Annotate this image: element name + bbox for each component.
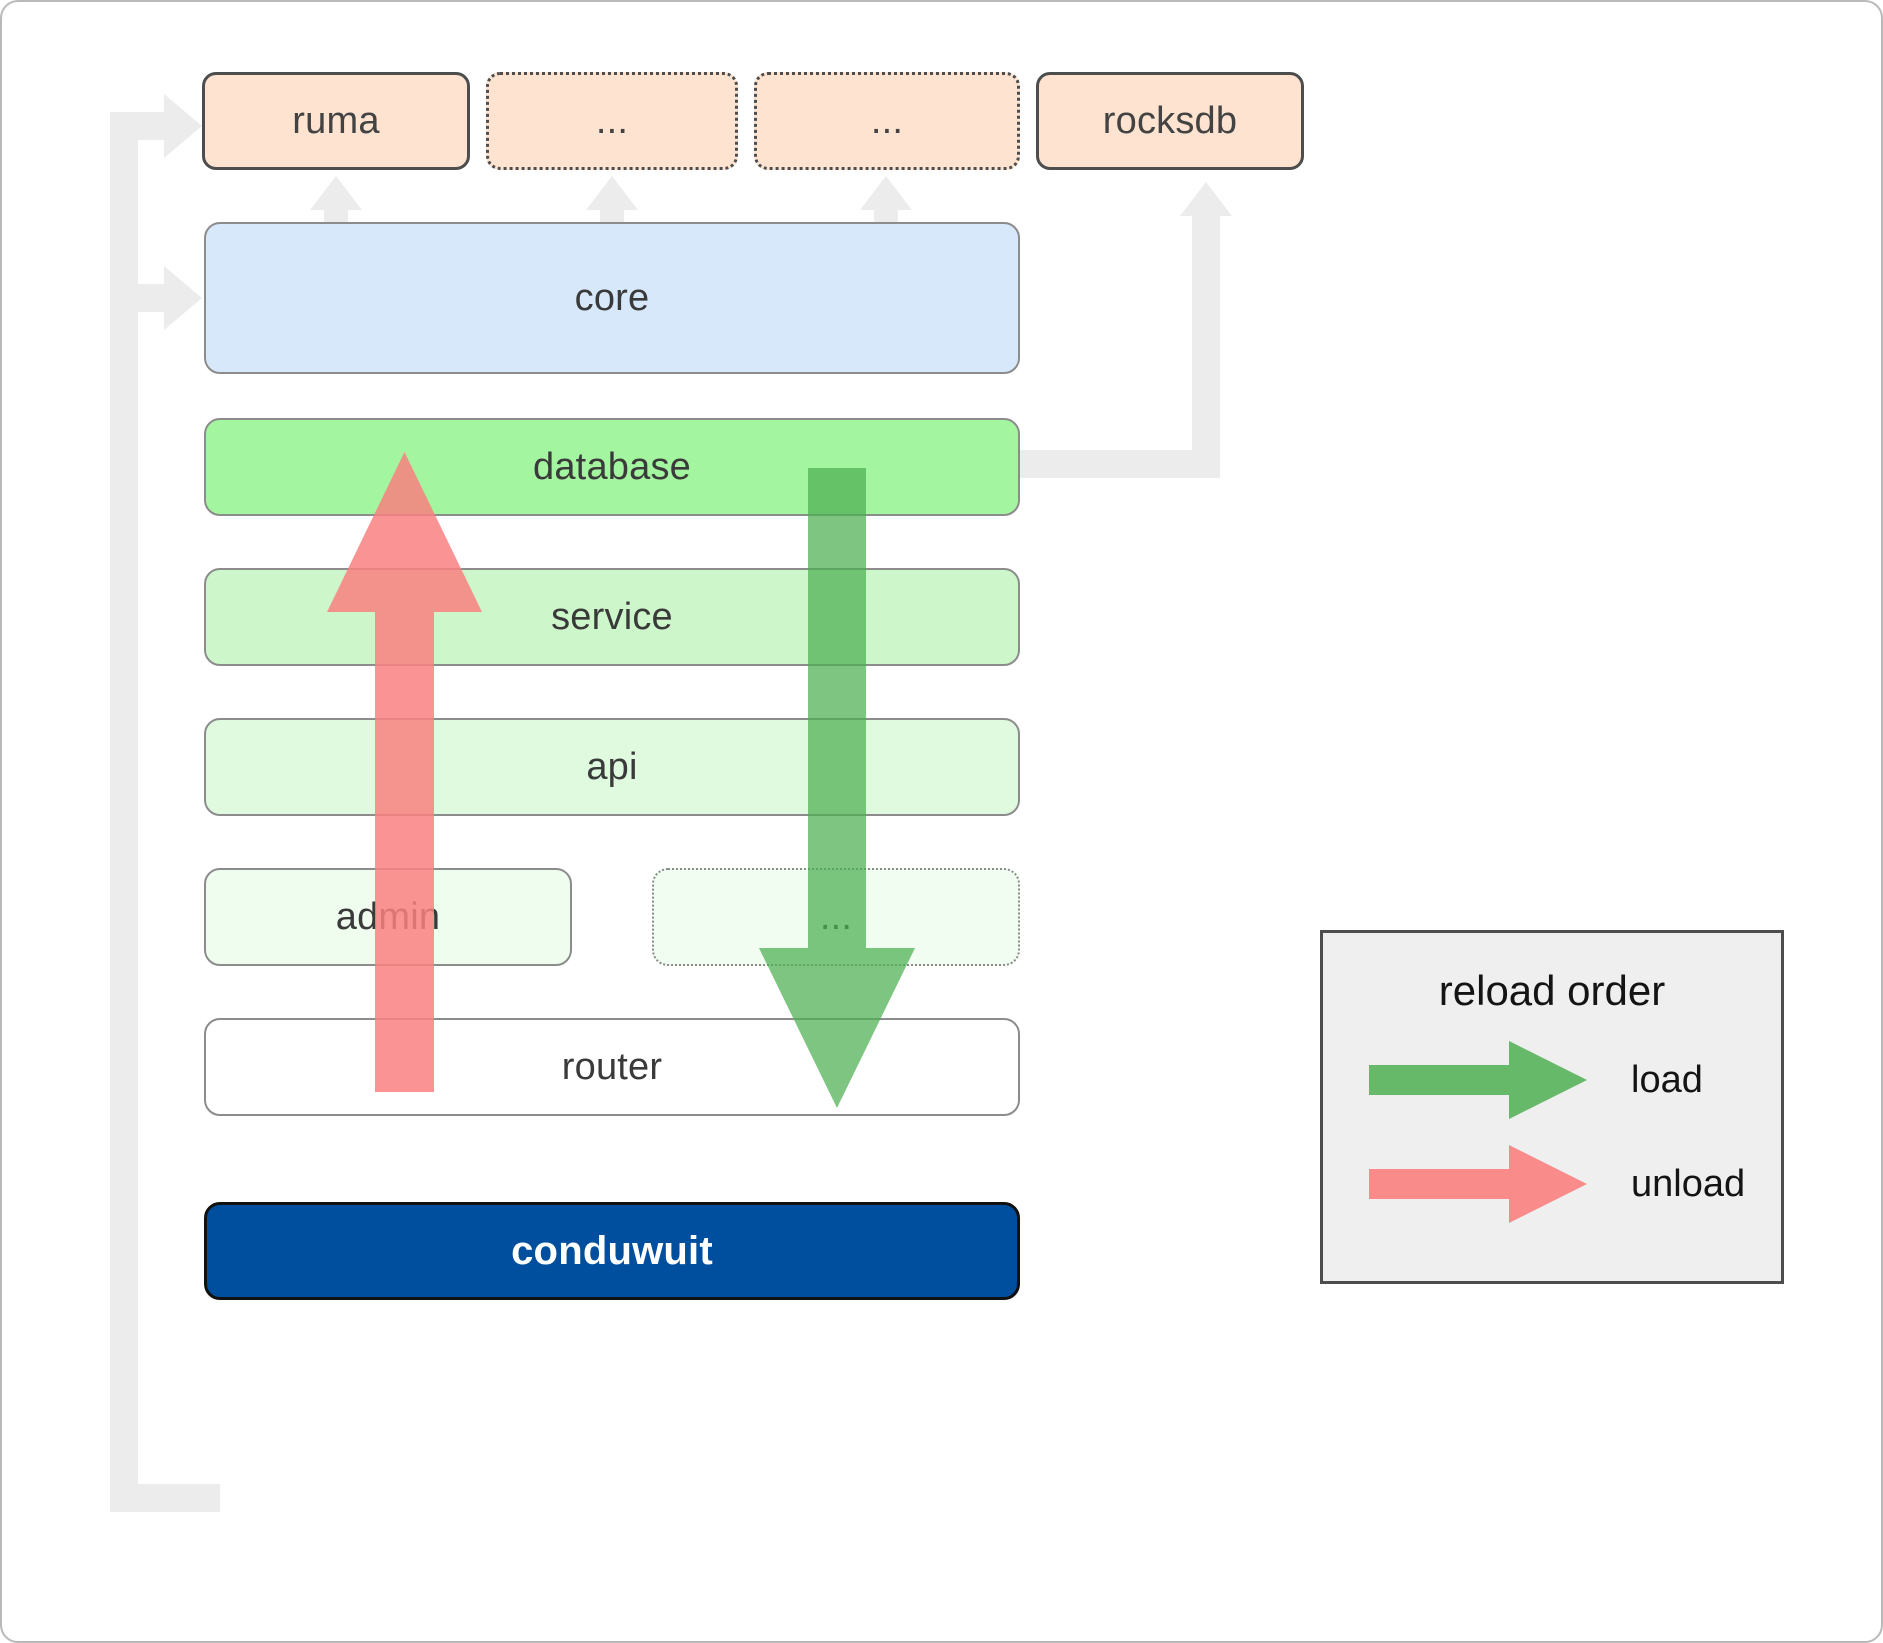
connector-database-to-rocksdb-horizontal: [1020, 450, 1220, 478]
crate-box-rocksdb[interactable]: rocksdb: [1036, 72, 1304, 170]
crate-box-ruma[interactable]: ruma: [202, 72, 470, 170]
layer-label-router: router: [561, 1045, 663, 1088]
unload-arrow-up: [322, 452, 487, 1092]
crate-box-dots-2[interactable]: ...: [754, 72, 1020, 170]
legend-row-unload: unload: [1369, 1145, 1745, 1223]
load-arrow-down: [752, 468, 922, 1108]
layer-box-core[interactable]: core: [204, 222, 1020, 374]
connector-to-conduwuit: [110, 1484, 220, 1512]
root-label-conduwuit: conduwuit: [511, 1228, 713, 1273]
layer-label-service: service: [551, 595, 673, 638]
connector-core-to-dots-2-arrowhead: [860, 176, 912, 210]
connector-core-to-dots-1-arrowhead: [586, 176, 638, 210]
layer-box-api[interactable]: api: [204, 718, 1020, 816]
connector-core-to-ruma-arrowhead: [310, 176, 362, 210]
legend-row-load: load: [1369, 1041, 1703, 1119]
layer-box-router[interactable]: router: [204, 1018, 1020, 1116]
crate-label-dots-1: ...: [595, 99, 629, 142]
layer-box-database[interactable]: database: [204, 418, 1020, 516]
layer-box-service[interactable]: service: [204, 568, 1020, 666]
legend-panel: reload order load unload: [1320, 930, 1784, 1284]
connector-left-spine: [110, 112, 138, 1512]
connector-database-to-rocksdb-vertical: [1192, 212, 1220, 478]
connector-to-core-arrowhead: [164, 266, 202, 330]
layer-label-database: database: [533, 445, 691, 488]
root-box-conduwuit[interactable]: conduwuit: [204, 1202, 1020, 1300]
crate-label-ruma: ruma: [292, 99, 380, 142]
connector-rocksdb-arrowhead: [1180, 182, 1232, 216]
load-legend-arrow-icon: [1369, 1041, 1587, 1119]
legend-label-load: load: [1631, 1058, 1703, 1101]
crate-label-rocksdb: rocksdb: [1102, 99, 1238, 142]
connector-to-ruma-arrowhead: [164, 94, 202, 158]
legend-label-unload: unload: [1631, 1162, 1746, 1205]
legend-title: reload order: [1438, 967, 1666, 1014]
unload-legend-arrow-icon: [1369, 1145, 1587, 1223]
layer-label-api: api: [586, 745, 638, 788]
layer-label-core: core: [574, 276, 650, 319]
crate-box-dots-1[interactable]: ...: [486, 72, 738, 170]
crate-label-dots-2: ...: [870, 99, 904, 142]
